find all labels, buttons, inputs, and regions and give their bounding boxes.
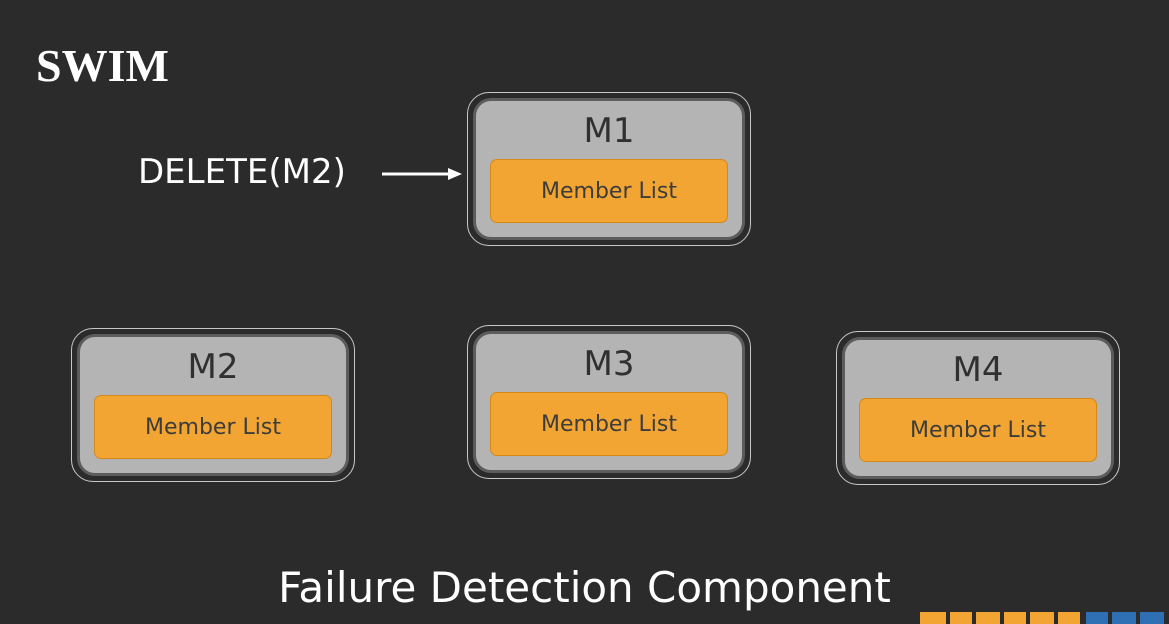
node-m1-body: M1 Member List	[473, 98, 745, 240]
node-m2: M2 Member List	[71, 328, 355, 482]
member-list: Member List	[859, 398, 1097, 462]
arrow-right-icon	[382, 168, 462, 180]
node-m4: M4 Member List	[836, 331, 1120, 485]
delete-message-label: DELETE(M2)	[138, 152, 346, 192]
node-m3: M3 Member List	[467, 325, 751, 479]
node-label: M4	[952, 350, 1004, 390]
node-label: M3	[583, 344, 635, 384]
node-label: M1	[583, 111, 635, 151]
node-m1: M1 Member List	[467, 92, 751, 246]
member-list: Member List	[490, 392, 728, 456]
slide-title: SWIM	[36, 40, 169, 91]
node-m2-body: M2 Member List	[77, 334, 349, 476]
node-label: M2	[187, 347, 239, 387]
conference-logo-icon	[920, 612, 1164, 624]
member-list: Member List	[490, 159, 728, 223]
member-list: Member List	[94, 395, 332, 459]
node-m4-body: M4 Member List	[842, 337, 1114, 479]
footer-label: Failure Detection Component	[278, 563, 891, 612]
node-m3-body: M3 Member List	[473, 331, 745, 473]
